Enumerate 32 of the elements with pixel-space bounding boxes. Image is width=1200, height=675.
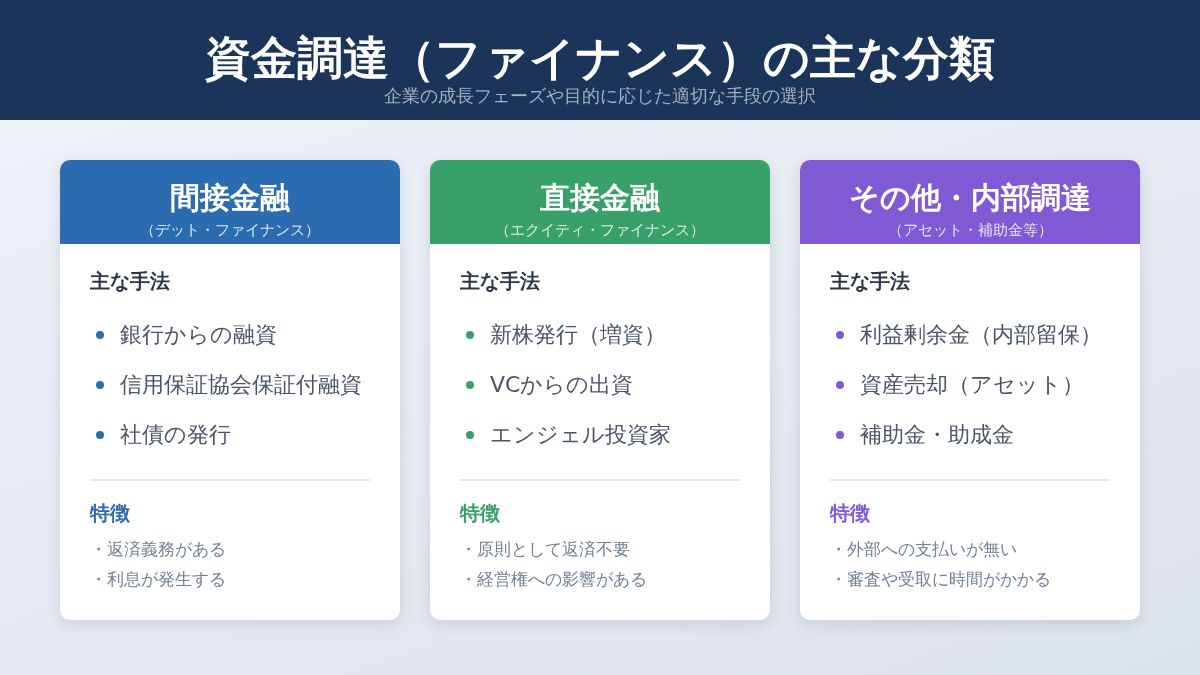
- method-item: 新株発行（増資）: [490, 321, 666, 349]
- page-subtitle: 企業の成長フェーズや目的に応じた適切な手段の選択: [383, 84, 817, 108]
- method-item: 補助金・助成金: [860, 421, 1014, 449]
- feature-item: ・外部への支払いが無い: [830, 538, 1017, 561]
- method-item: VCからの出資: [490, 371, 634, 399]
- feature-item: ・返済義務がある: [90, 538, 226, 561]
- card-subtitle: （エクイティ・ファイナンス）: [494, 220, 706, 240]
- method-item: 銀行からの融資: [120, 321, 277, 349]
- method-item: 利益剰余金（内部留保）: [860, 321, 1102, 349]
- card-subtitle: （デット・ファイナンス）: [139, 220, 321, 240]
- page-title: 資金調達（ファイナンス）の主な分類: [204, 30, 996, 86]
- method-item: 信用保証協会保証付融資: [120, 371, 362, 399]
- category-card: [800, 160, 1140, 620]
- card-subtitle: （アセット・補助金等）: [886, 220, 1054, 240]
- feature-item: ・利息が発生する: [90, 568, 226, 591]
- section-heading: 特徴: [90, 500, 130, 526]
- card-title: その他・内部調達: [848, 180, 1092, 216]
- section-heading: 特徴: [460, 500, 500, 526]
- method-item: 資産売却（アセット）: [860, 371, 1084, 399]
- feature-item: ・審査や受取に時間がかかる: [830, 568, 1051, 591]
- feature-item: ・原則として返済不要: [460, 538, 630, 561]
- section-heading: 特徴: [830, 500, 870, 526]
- section-heading: 主な手法: [830, 268, 910, 294]
- section-heading: 主な手法: [90, 268, 170, 294]
- card-title: 直接金融: [539, 180, 661, 216]
- category-card: [60, 160, 400, 620]
- category-card: [430, 160, 770, 620]
- method-item: 社債の発行: [120, 421, 231, 449]
- card-title: 間接金融: [169, 180, 291, 216]
- feature-item: ・経営権への影響がある: [460, 568, 647, 591]
- method-item: エンジェル投資家: [490, 421, 671, 449]
- section-heading: 主な手法: [460, 268, 540, 294]
